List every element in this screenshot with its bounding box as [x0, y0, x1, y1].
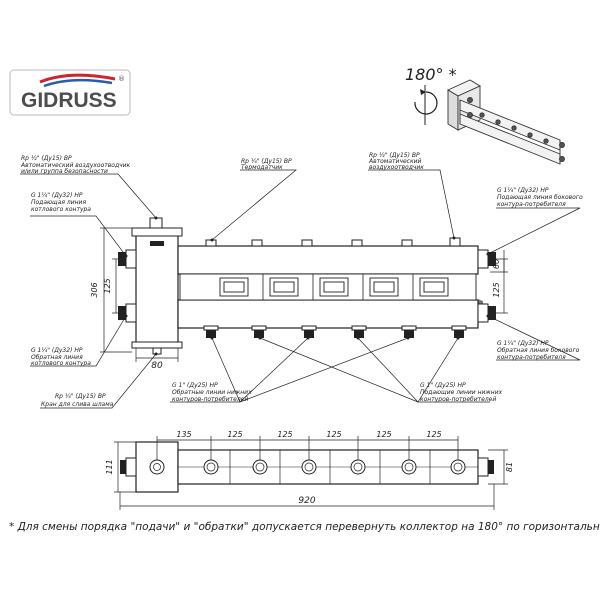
manifold-3d-view — [447, 79, 565, 310]
boiler-return-title: Обратная линия — [31, 354, 83, 361]
dim-height-306: 306 — [90, 282, 99, 297]
air-vent-right-size: Rp ½" (Ду15) ВР — [369, 152, 420, 159]
top-view-dimensions — [114, 436, 508, 510]
right-return-fitting — [477, 303, 489, 323]
front-view — [118, 217, 496, 355]
callout-texts: Rp ½" (Ду15) ВР Автоматический воздухоот… — [20, 152, 583, 408]
right-supply-note: контура-потребителя — [497, 201, 566, 208]
dim-depth-111: 111 — [105, 459, 114, 474]
right-return-size: G 1¼" (Ду32) НР — [497, 340, 549, 347]
right-supply-size: G 1¼" (Ду32) НР — [497, 187, 549, 194]
dim-top-135: 135 — [176, 430, 191, 439]
boiler-return-size: G 1¼" (Ду32) НР — [31, 347, 83, 354]
right-supply-fitting — [477, 249, 489, 269]
boiler-supply-fitting — [125, 249, 137, 269]
dim-top-125-a: 125 — [227, 430, 242, 439]
logo-registered-mark: ® — [118, 75, 125, 83]
thermometer-title: Термодатчик — [241, 164, 283, 171]
air-vent-left-size: Rp ½" (Ду15) ВР — [21, 155, 72, 162]
dim-spacing-125-right: 125 — [492, 282, 501, 297]
lower-supply-size: G 1" (Ду25) НР — [420, 382, 466, 389]
boiler-supply-note: котлового контура — [31, 206, 91, 213]
dim-top-125-b: 125 — [277, 430, 292, 439]
callout-leaders — [20, 169, 581, 409]
top-view — [120, 441, 494, 493]
front-view-dimensions — [100, 227, 508, 362]
air-vent-right-note: воздухоотводчик — [369, 164, 424, 171]
lower-return-note: контуров-потребителей — [172, 396, 248, 403]
separator-nameplate — [150, 241, 164, 246]
boiler-return-fitting — [125, 303, 137, 323]
boiler-return-note: котлового контура — [31, 360, 91, 367]
dim-depth-81: 81 — [505, 462, 514, 472]
gidruss-logo: GIDRUSS ® — [9, 69, 131, 116]
return-header — [177, 299, 479, 329]
lower-supply-note: контуров-потребителей — [420, 396, 496, 403]
right-return-note: контура-потребителя — [497, 354, 566, 361]
lower-return-size: G 1" (Ду25) НР — [172, 382, 218, 389]
logo-wave-red — [39, 73, 116, 84]
dim-spacing-60: 60 — [492, 259, 501, 269]
dim-top-125-e: 125 — [426, 430, 441, 439]
air-vent-left-note: и/или группа безопасности — [21, 168, 108, 175]
drain-size: Rp ¼" (Ду15) ВР — [55, 393, 106, 400]
drain-title: Кран для слива шлама — [41, 401, 114, 408]
dim-width-80: 80 — [151, 361, 163, 371]
logo-text: GIDRUSS — [21, 89, 117, 112]
supply-header — [177, 245, 479, 275]
thermometer-size: Rp ¼" (Ду15) ВР — [241, 158, 292, 165]
air-vent-right-title: Автоматический — [368, 158, 421, 165]
lower-supply-title: Подающие линии нижних — [420, 389, 503, 396]
footnote: * Для смены порядка "подачи" и "обратки"… — [9, 521, 600, 533]
dim-top-125-d: 125 — [376, 430, 391, 439]
lower-return-title: Обратные линии нижних — [172, 389, 252, 396]
boiler-supply-size: G 1¼" (Ду32) НР — [31, 192, 83, 199]
right-supply-title: Подающая линия бокового — [497, 194, 583, 201]
dim-spacing-125-left: 125 — [103, 278, 112, 293]
dim-total-920: 920 — [298, 496, 315, 506]
rotate-arrow-icon — [414, 91, 438, 115]
rotation-indicator: 180° * — [405, 65, 457, 125]
boiler-supply-title: Подающая линия — [31, 199, 86, 206]
hydro-separator-body — [135, 233, 179, 345]
air-vent-port-right — [449, 237, 461, 247]
rotation-label: 180° * — [405, 65, 457, 84]
air-vent-left-title: Автоматический воздухоотводчик — [20, 162, 131, 169]
logo-wave-blue — [43, 78, 113, 88]
right-return-title: Обратная линия бокового — [497, 347, 580, 354]
dim-top-125-c: 125 — [326, 430, 341, 439]
